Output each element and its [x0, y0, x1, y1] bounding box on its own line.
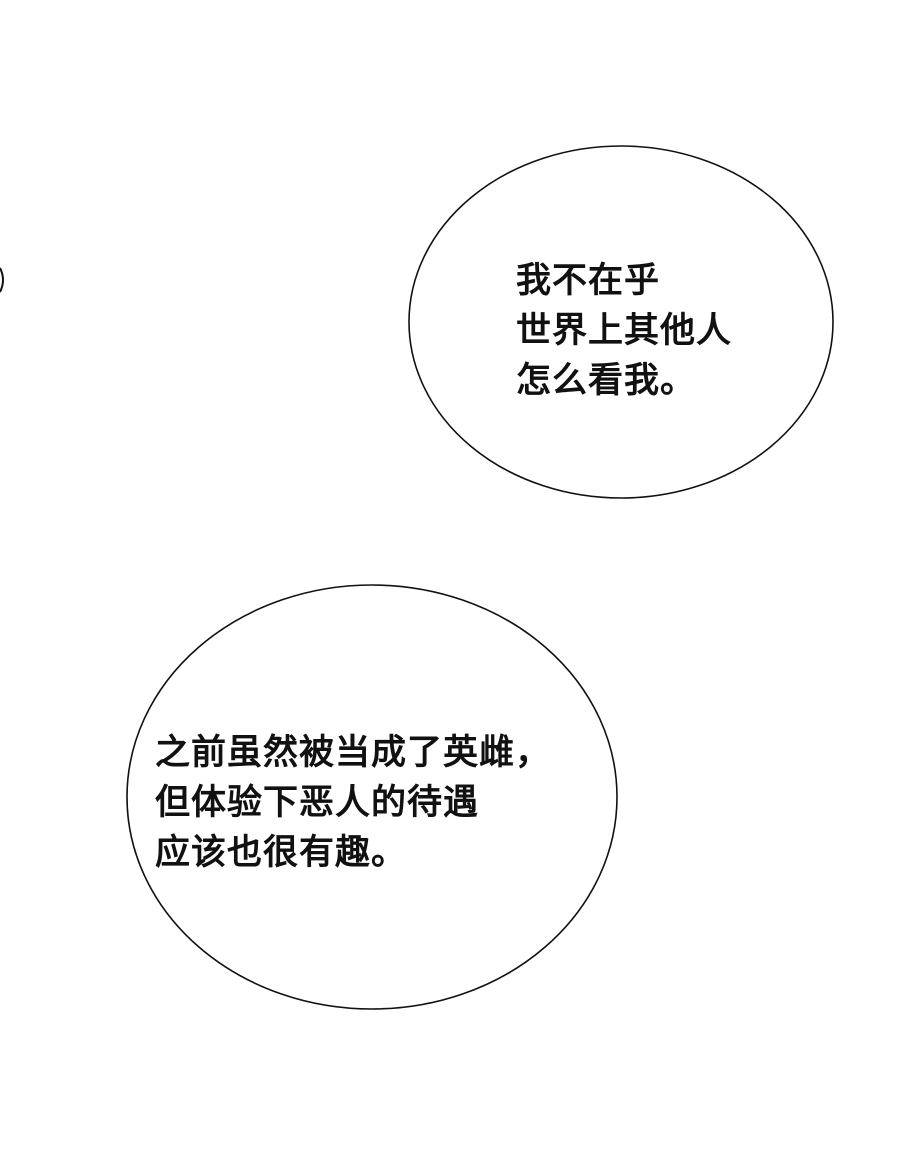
speech-bubble-1-text: 我不在乎 世界上其他人 怎么看我。 — [516, 256, 732, 406]
dialogue-line: 应该也很有趣。 — [155, 833, 408, 873]
dialogue-line: 怎么看我。 — [516, 361, 697, 401]
dialogue-line: 世界上其他人 — [516, 311, 733, 351]
speech-bubble-2 — [126, 584, 618, 1010]
speech-bubble-2-text: 之前虽然被当成了英雌， 但体验下恶人的待遇 应该也很有趣。 — [155, 728, 551, 878]
offscreen-bubble-edge — [0, 267, 4, 293]
dialogue-line: 之前虽然被当成了英雌， — [155, 733, 552, 773]
dialogue-line: 我不在乎 — [516, 261, 661, 301]
speech-bubble-1 — [408, 145, 834, 499]
dialogue-line: 但体验下恶人的待遇 — [155, 783, 480, 823]
